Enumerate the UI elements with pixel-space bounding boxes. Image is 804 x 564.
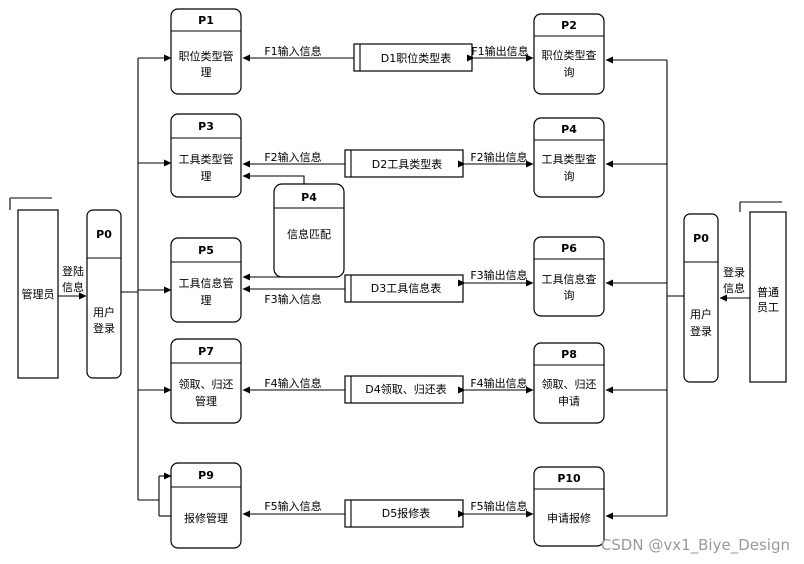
process-p7-id: P7 xyxy=(198,345,214,358)
process-p6-name-2: 询 xyxy=(564,289,575,302)
process-p1-name-2: 理 xyxy=(201,66,212,79)
process-p2-name-2: 询 xyxy=(564,66,575,79)
process-p8: P8 领取、归还 申请 xyxy=(533,342,605,424)
process-p0-left-name-2: 登录 xyxy=(93,321,115,335)
process-p3-name-2: 理 xyxy=(201,170,212,183)
process-p9-name: 报修管理 xyxy=(184,511,228,525)
process-p4-name-2: 询 xyxy=(564,170,575,183)
entity-admin: 管理员 xyxy=(9,197,59,379)
flow-f3-in-label: F3输入信息 xyxy=(264,292,321,306)
process-p3-name-1: 工具类型管 xyxy=(179,152,234,166)
store-d1-label: D1职位类型表 xyxy=(381,51,451,65)
process-p0-left-id: P0 xyxy=(96,228,112,241)
right-bus xyxy=(605,56,684,520)
process-p4-match-id: P4 xyxy=(301,191,317,204)
flow-f5-in-label: F5输入信息 xyxy=(264,499,321,513)
flow-emp-login-1: 登录 xyxy=(723,265,745,279)
process-p0-right-id: P0 xyxy=(693,232,709,245)
process-p3-id: P3 xyxy=(198,120,214,133)
store-d4: D4领取、归还表 xyxy=(344,375,464,404)
process-p4: P4 工具类型查 询 xyxy=(533,117,605,198)
process-p10: P10 申请报修 xyxy=(533,466,605,547)
process-p5: P5 工具信息管 理 xyxy=(170,237,242,323)
flow-f1-out-label: F1输出信息 xyxy=(471,44,528,58)
process-p4-match: P4 信息匹配 xyxy=(273,183,345,278)
process-p0-right: P0 用户 登录 xyxy=(683,213,719,383)
process-p9: P9 报修管理 xyxy=(170,462,242,549)
process-p2-name-1: 职位类型查 xyxy=(542,48,597,62)
process-p5-name-1: 工具信息管 xyxy=(179,276,234,290)
process-p2: P2 职位类型查 询 xyxy=(533,13,605,95)
store-d5-label: D5报修表 xyxy=(382,506,430,520)
process-p8-id: P8 xyxy=(561,348,577,361)
process-p0-left-name-1: 用户 xyxy=(93,305,115,319)
flow-f3-out-label: F3输出信息 xyxy=(470,268,527,282)
entity-admin-label: 管理员 xyxy=(22,287,55,301)
process-p9-id: P9 xyxy=(198,469,214,482)
process-p8-name-1: 领取、归还 xyxy=(542,377,597,391)
entity-employee-label-2: 员工 xyxy=(757,301,779,314)
process-p0-right-name-1: 用户 xyxy=(690,307,712,321)
process-p7: P7 领取、归还 管理 xyxy=(170,338,242,424)
store-d5: D5报修表 xyxy=(344,499,464,528)
left-bus xyxy=(121,54,172,517)
process-p0-left: P0 用户 登录 xyxy=(86,209,122,379)
flow-f4-out-label: F4输出信息 xyxy=(470,376,527,390)
store-d1: D1职位类型表 xyxy=(353,43,473,72)
flow-emp-login-2: 信息 xyxy=(723,281,745,295)
store-d2-label: D2工具类型表 xyxy=(372,157,442,171)
flow-f4-in-label: F4输入信息 xyxy=(264,376,321,390)
process-p7-name-1: 领取、归还 xyxy=(179,377,234,391)
process-p4-name-1: 工具类型查 xyxy=(542,152,597,166)
store-d4-label: D4领取、归还表 xyxy=(365,382,446,396)
flow-admin-login-2: 信息 xyxy=(62,280,84,294)
process-p6-name-1: 工具信息查 xyxy=(542,272,597,286)
flow-f1-in-label: F1输入信息 xyxy=(264,44,321,58)
process-p2-id: P2 xyxy=(561,19,577,32)
process-p4-id: P4 xyxy=(561,123,577,136)
flow-f5-out-label: F5输出信息 xyxy=(470,499,527,513)
process-p6-id: P6 xyxy=(561,242,577,255)
process-p0-right-name-2: 登录 xyxy=(690,324,712,338)
process-p3: P3 工具类型管 理 xyxy=(170,113,242,198)
process-p5-name-2: 理 xyxy=(201,294,212,307)
process-p5-id: P5 xyxy=(198,244,214,257)
process-p6: P6 工具信息查 询 xyxy=(533,236,605,317)
process-p1-name-1: 职位类型管 xyxy=(179,49,234,63)
process-p10-id: P10 xyxy=(557,472,581,485)
store-d3-label: D3工具信息表 xyxy=(371,281,441,295)
flow-admin-login-1: 登陆 xyxy=(62,264,84,278)
flow-match-to-p3 xyxy=(242,172,305,184)
process-p10-name: 申请报修 xyxy=(547,511,591,525)
process-p7-name-2: 管理 xyxy=(195,394,217,408)
process-p1-id: P1 xyxy=(198,14,214,27)
watermark-text: CSDN @vx1_Biye_Design xyxy=(600,536,790,554)
entity-employee-label-1: 普通 xyxy=(757,285,779,299)
entity-employee: 普通 员工 xyxy=(739,201,787,383)
process-p4-match-name: 信息匹配 xyxy=(287,227,331,241)
flow-f2-in-label: F2输入信息 xyxy=(264,150,321,164)
store-d3: D3工具信息表 xyxy=(344,274,464,303)
store-d2: D2工具类型表 xyxy=(344,149,464,178)
flow-f2-out-label: F2输出信息 xyxy=(470,150,527,164)
process-p8-name-2: 申请 xyxy=(558,395,580,408)
process-p1: P1 职位类型管 理 xyxy=(170,8,242,95)
